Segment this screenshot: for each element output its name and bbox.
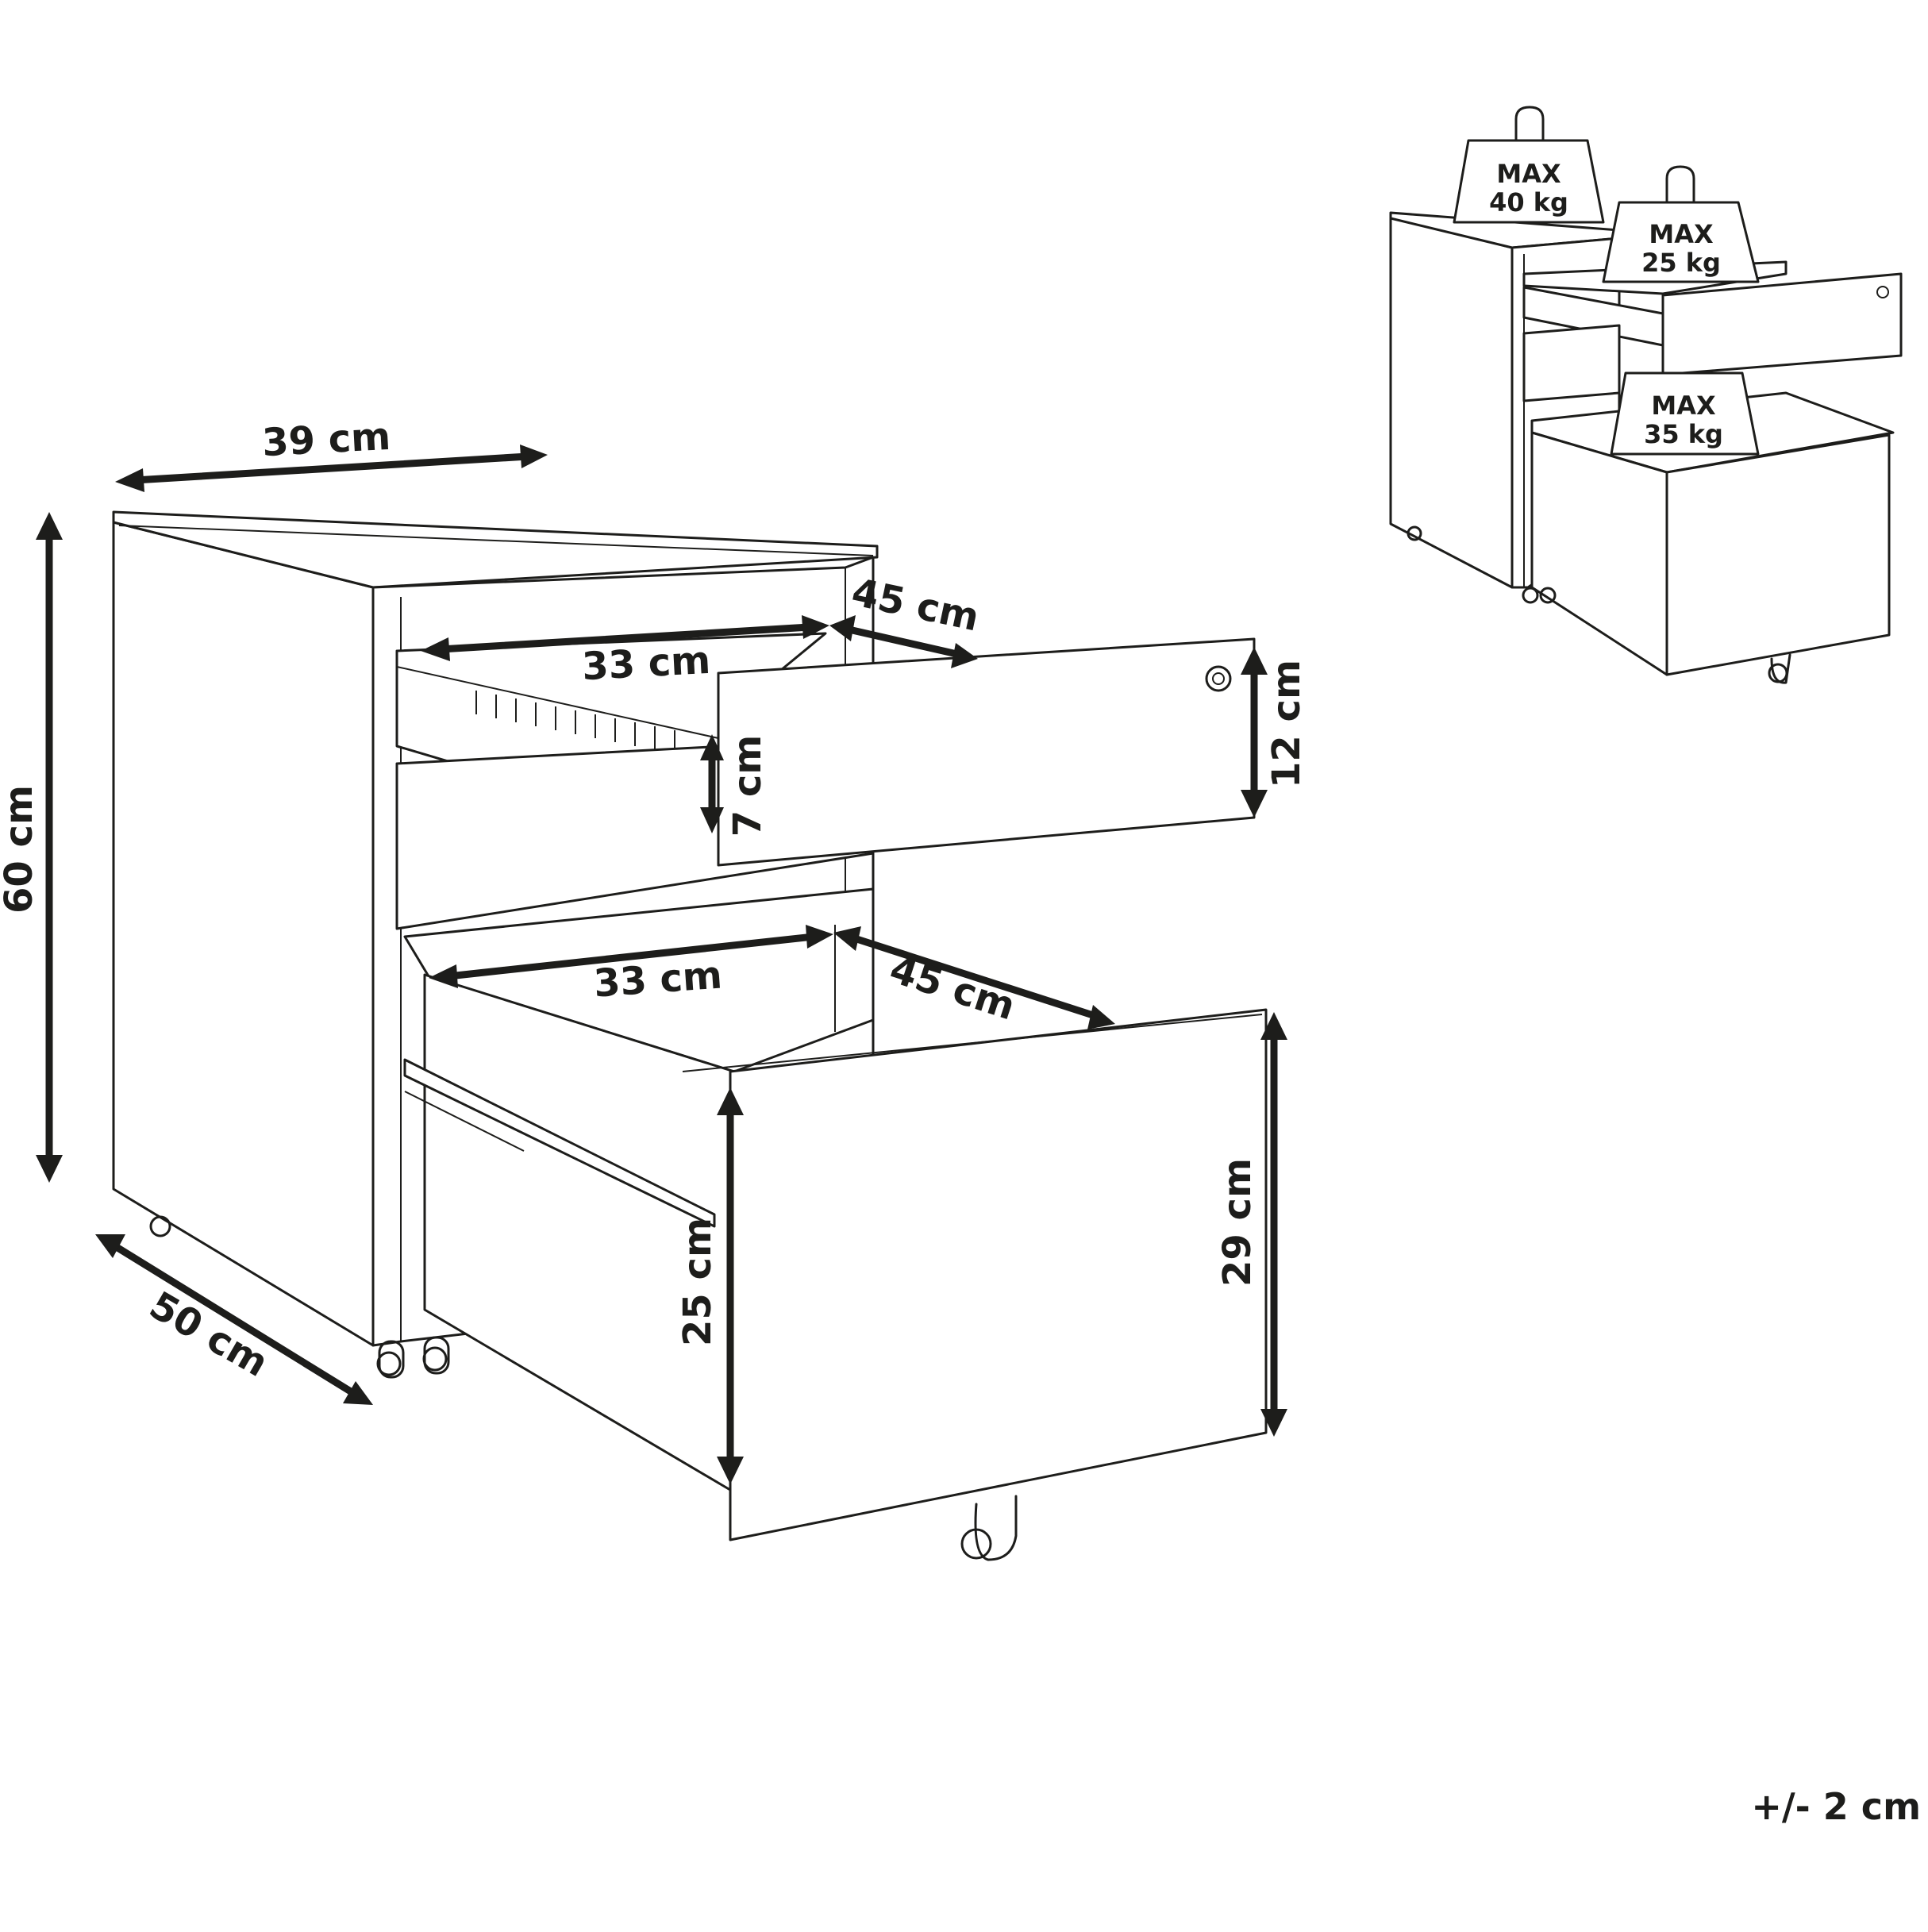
bottom-drawer-body bbox=[403, 887, 875, 1073]
main-cabinet-drawing bbox=[112, 510, 1268, 1561]
bottom-drawer-depth-label: 45 cm bbox=[884, 947, 1020, 1029]
mini-bottom-drawer-inner bbox=[1530, 431, 1668, 676]
width-label: 39 cm bbox=[261, 414, 392, 465]
weight-bottom-max: MAX bbox=[1651, 391, 1716, 421]
weight-icon-top: MAX 40 kg bbox=[1453, 106, 1605, 224]
top-drawer-rail-slots bbox=[475, 691, 675, 754]
weight-middle-max: MAX bbox=[1649, 219, 1714, 249]
bottom-drawer-inner-height-label: 25 cm bbox=[675, 1218, 720, 1346]
top-drawer-inner-height-label: 7 cm bbox=[725, 735, 770, 837]
mini-middle-drawer bbox=[1522, 324, 1621, 402]
weight-top-max: MAX bbox=[1496, 159, 1561, 189]
top-drawer-front-height-label: 12 cm bbox=[1264, 660, 1309, 788]
weight-top-value: 40 kg bbox=[1489, 187, 1568, 217]
weight-bottom-value: 35 kg bbox=[1644, 419, 1723, 449]
load-limit-drawing: MAX 40 kg MAX 25 kg MAX 35 kg bbox=[1389, 106, 1903, 684]
top-drawer-width-label: 33 cm bbox=[581, 638, 712, 689]
bottom-drawer-front bbox=[729, 1008, 1268, 1541]
weight-middle-value: 25 kg bbox=[1641, 248, 1721, 278]
top-drawer-front bbox=[717, 637, 1256, 867]
tolerance-note: +/- 2 cm bbox=[1751, 1785, 1921, 1828]
caster-wheels bbox=[149, 1215, 1018, 1561]
weight-icon-top-drawer: MAX 25 kg bbox=[1602, 165, 1760, 283]
bottom-drawer-rail bbox=[403, 1058, 716, 1228]
weight-icon-bottom-drawer: MAX 35 kg bbox=[1610, 371, 1760, 456]
cabinet-top-panel bbox=[112, 510, 879, 589]
lock-icon bbox=[1205, 665, 1232, 692]
mini-top-drawer-front bbox=[1661, 272, 1903, 376]
height-label: 60 cm bbox=[0, 785, 41, 914]
bottom-drawer-width-label: 33 cm bbox=[592, 953, 723, 1006]
bottom-drawer-front-height-label: 29 cm bbox=[1215, 1158, 1260, 1287]
mini-bottom-drawer-front bbox=[1665, 433, 1891, 676]
mini-lock-icon bbox=[1876, 286, 1889, 298]
dimension-arrows bbox=[36, 445, 1287, 1484]
